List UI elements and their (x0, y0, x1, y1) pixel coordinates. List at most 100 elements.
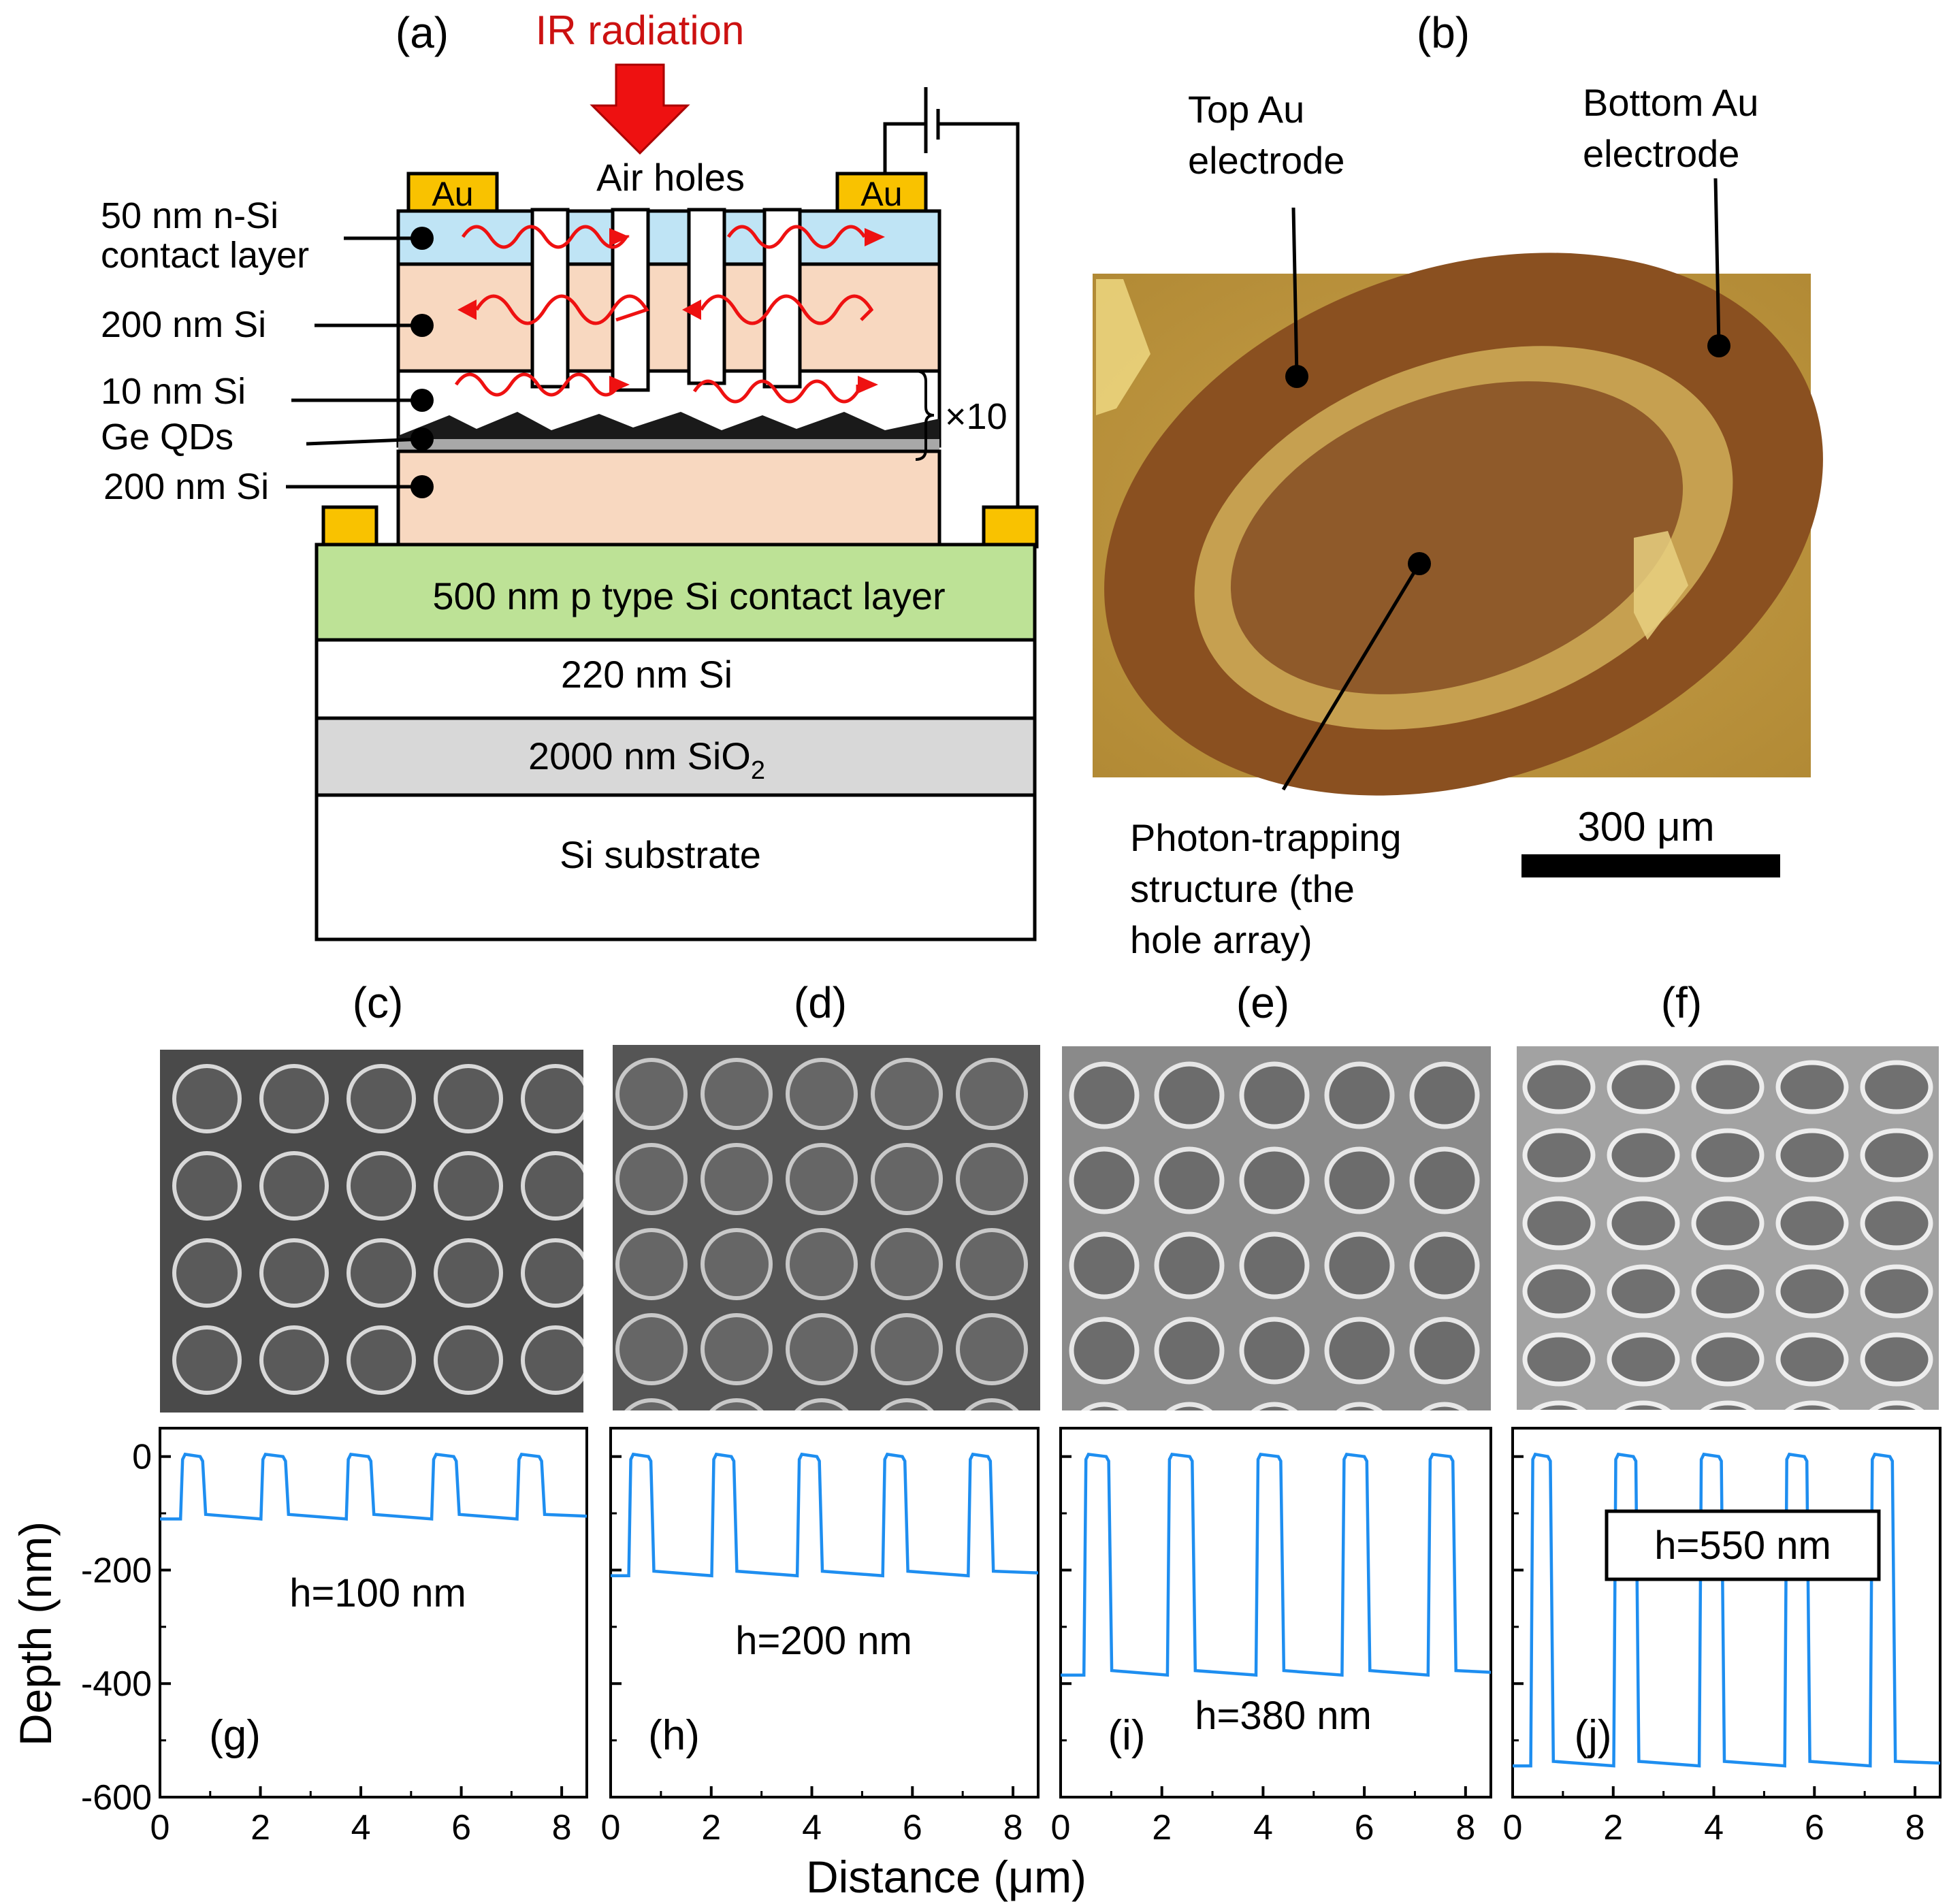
x-tick-label: 6 (451, 1808, 471, 1847)
y-axis-label: Depth (nm) (10, 1521, 61, 1746)
x-tick-label: 4 (1253, 1808, 1273, 1847)
depth-annotation: h=100 nm (289, 1571, 466, 1615)
nsi-label-line1: 50 nm n-Si (101, 195, 278, 236)
nsi-label-line2: contact layer (101, 235, 309, 276)
p-contact-text: 500 nm p type Si contact layer (432, 575, 945, 617)
sio2-text: 2000 nm SiO2 (528, 735, 765, 785)
sem-image-d (613, 1045, 1040, 1410)
bottom-pad-left (321, 505, 378, 549)
si200-top-label: 200 nm Si (101, 304, 266, 345)
plot-panel-label: (i) (1108, 1712, 1145, 1759)
layer-p-contact (315, 543, 1037, 642)
x-tick-label: 4 (1704, 1808, 1724, 1847)
y-tick-label: -600 (81, 1778, 152, 1818)
panel-a-label: (a) (396, 8, 449, 57)
plot-frame (1511, 1427, 1942, 1798)
leader-lines-a (286, 236, 423, 489)
layer-si200-bottom (396, 449, 941, 547)
depth-profile-line (1061, 1452, 1492, 1677)
device-photo (1093, 253, 1823, 796)
repeat-brace (915, 370, 935, 461)
y-tick-label: -200 (81, 1551, 152, 1590)
layer-si200-top (396, 262, 941, 373)
leader-lines-b (1281, 178, 1721, 791)
photon-trapping-line1: Photon-trapping (1130, 816, 1402, 859)
plot-frame (159, 1427, 588, 1798)
depth-annotation: h=550 nm (1654, 1523, 1831, 1568)
bottom-au-label-line2: electrode (1583, 132, 1739, 175)
arrow-heads (457, 228, 885, 393)
x-tick-label: 6 (903, 1808, 922, 1847)
geqd-label: Ge QDs (101, 417, 233, 457)
plot-panel-label: (j) (1574, 1712, 1611, 1759)
layer-nsi-contact (396, 209, 941, 266)
x-tick-label: 6 (1355, 1808, 1374, 1847)
ge-wetting-layer (398, 439, 939, 451)
layer-sio2 (315, 716, 1037, 797)
bottom-au-label-line1: Bottom Au (1583, 81, 1758, 124)
ge-qd-layer (398, 412, 939, 446)
x-tick-label: 0 (1051, 1808, 1071, 1847)
x-tick-label: 8 (552, 1808, 572, 1847)
y-tick-label: 0 (132, 1438, 152, 1477)
bottom-pad-right (982, 505, 1039, 549)
plot-frame (609, 1427, 1040, 1798)
sem-image-e (1062, 1046, 1491, 1410)
layer-substrate (315, 793, 1037, 941)
x-axis-label: Distance (μm) (806, 1852, 1086, 1902)
times10-text: ×10 (945, 396, 1008, 437)
photon-trapping-line2: structure (the (1130, 867, 1355, 910)
air-holes-text: Air holes (596, 156, 745, 199)
plot-panel-label: (h) (648, 1712, 700, 1759)
y-tick-label: -400 (81, 1664, 152, 1704)
marker-dots-a (410, 227, 434, 498)
depth-profile-line (160, 1452, 587, 1521)
si220-text: 220 nm Si (561, 653, 732, 696)
panel-c-label: (c) (353, 978, 404, 1027)
panel-b-label: (b) (1417, 8, 1470, 57)
x-tick-label: 8 (1003, 1808, 1023, 1847)
x-tick-label: 0 (150, 1808, 170, 1847)
x-tick-label: 8 (1455, 1808, 1475, 1847)
top-au-label-line2: electrode (1188, 139, 1344, 182)
plot-frame (1059, 1427, 1492, 1798)
layer-si220 (315, 638, 1037, 720)
panel-d-label: (d) (794, 978, 847, 1027)
x-tick-label: 2 (1152, 1808, 1172, 1847)
x-tick-label: 8 (1905, 1808, 1925, 1847)
x-tick-label: 0 (601, 1808, 621, 1847)
light-wave-arrows (454, 225, 874, 404)
x-tick-label: 6 (1805, 1808, 1824, 1847)
depth-annotation: h=200 nm (735, 1619, 912, 1663)
ir-radiation-text: IR radiation (536, 7, 745, 53)
x-tick-label: 4 (351, 1808, 371, 1847)
depth-annotation: h=380 nm (1195, 1694, 1372, 1738)
photon-trapping-line3: hole array) (1130, 918, 1312, 961)
battery-circuit (883, 87, 1020, 507)
panel-f-label: (f) (1661, 978, 1702, 1027)
top-au-label-line1: Top Au (1188, 88, 1304, 131)
scale-bar (1521, 854, 1780, 877)
si200-bottom-label: 200 nm Si (103, 466, 269, 507)
depth-profile-line (611, 1452, 1039, 1578)
x-tick-label: 2 (701, 1808, 721, 1847)
x-tick-label: 4 (802, 1808, 822, 1847)
au-pad-left (406, 172, 499, 215)
au-label-left: Au (432, 175, 473, 213)
x-tick-label: 2 (1603, 1808, 1623, 1847)
panel-e-label: (e) (1236, 978, 1289, 1027)
ir-arrow-icon (590, 63, 690, 155)
plot-panel-label: (g) (209, 1712, 261, 1759)
si10-label: 10 nm Si (101, 371, 246, 412)
annotation-box (1605, 1509, 1881, 1581)
substrate-text: Si substrate (560, 833, 761, 876)
x-tick-label: 0 (1503, 1808, 1523, 1847)
scale-bar-text: 300 μm (1577, 804, 1714, 850)
sem-image-c (160, 1050, 583, 1413)
air-hole-1 (530, 208, 570, 389)
au-label-right: Au (860, 175, 902, 213)
x-tick-label: 2 (251, 1808, 270, 1847)
sem-image-f (1517, 1046, 1939, 1410)
